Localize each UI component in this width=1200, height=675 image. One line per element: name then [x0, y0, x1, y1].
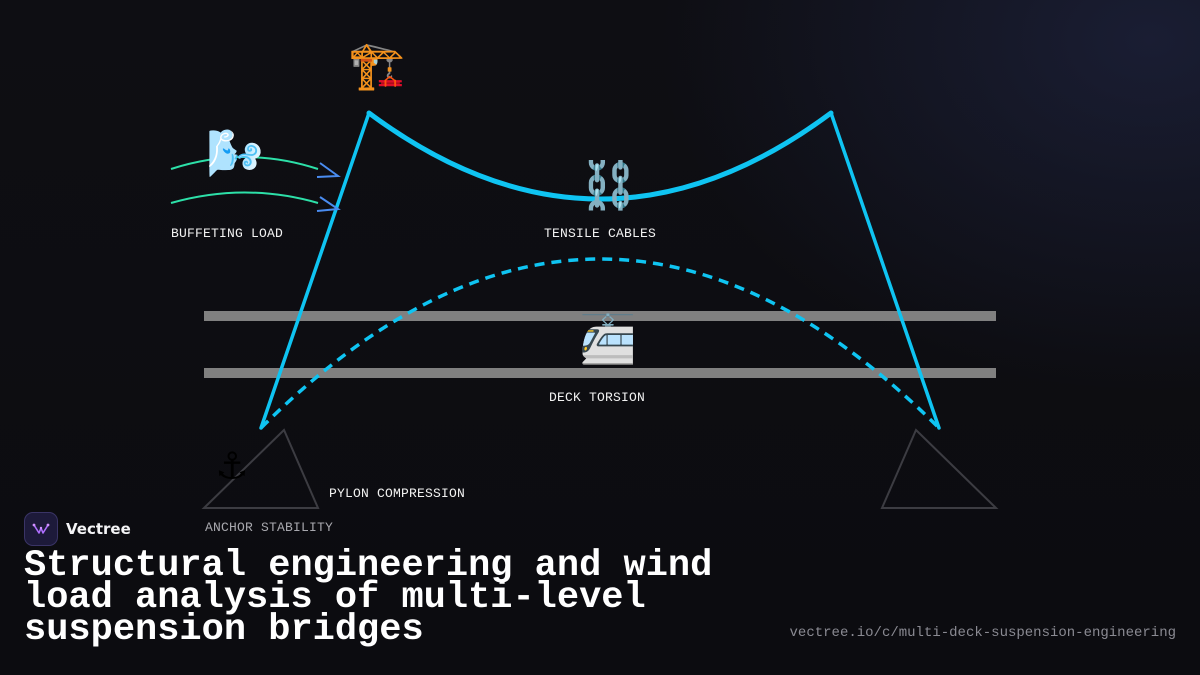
brand: Vectree	[24, 512, 131, 546]
vectree-logo-mark	[32, 523, 50, 534]
buffeting-load-label: BUFFETING LOAD	[171, 226, 284, 241]
right-pylon	[829, 111, 941, 430]
wind-arrow-lower	[316, 196, 341, 212]
wind-line-lower	[170, 191, 319, 204]
upper-deck	[204, 311, 996, 321]
wind-face-icon: 🌬️	[206, 126, 264, 180]
wind-line-upper	[170, 156, 319, 170]
chain-icon: ⛓️	[580, 158, 638, 212]
compression-arc	[259, 257, 941, 430]
pylon-compression-label: PYLON COMPRESSION	[329, 486, 466, 501]
anchor-stability-label: ANCHOR STABILITY	[205, 520, 334, 535]
main-cable	[366, 110, 834, 202]
page-title: Structural engineering and wind load ana…	[24, 545, 713, 651]
tensile-cables-label: TENSILE CABLES	[544, 226, 657, 241]
source-url[interactable]: vectree.io/c/multi-deck-suspension-engin…	[789, 625, 1176, 641]
tram-icon: 🚈	[579, 312, 637, 366]
deck-torsion-label: DECK TORSION	[549, 390, 646, 405]
anchor-icon: ⚓	[218, 436, 246, 490]
right-anchor-block	[880, 428, 999, 509]
vectree-logo	[24, 512, 58, 546]
left-anchor-block	[201, 428, 320, 509]
crane-icon: 🏗️	[348, 38, 406, 92]
brand-name: Vectree	[66, 520, 131, 538]
wind-arrow-upper	[316, 162, 341, 178]
lower-deck	[204, 368, 996, 378]
left-pylon	[259, 111, 371, 430]
